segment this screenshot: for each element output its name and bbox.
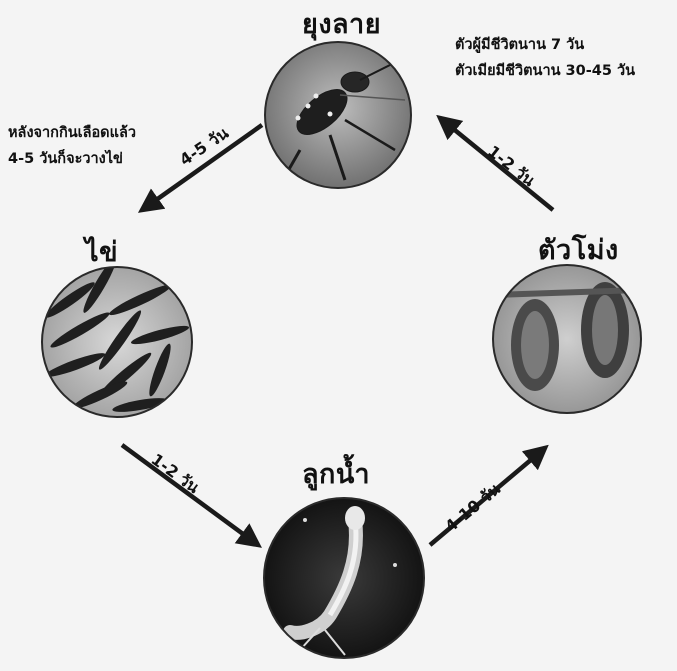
stage-label-pupa: ตัวโม่ง [538,235,619,266]
lays-eggs-text: 4-5 วันก็จะวางไข่ [8,151,123,167]
adult-mosquito-image [264,41,412,189]
larva-image [263,497,425,659]
after-blood-meal-text: หลังจากกินเลือดแล้ว [8,125,136,141]
female-lifespan-text: ตัวเมียมีชีวิตนาน 30-45 วัน [455,63,636,79]
egg-laying-note: หลังจากกินเลือดแล้ว 4-5 วันก็จะวางไข่ [8,120,136,172]
adult-lifespan-note: ตัวผู้มีชีวิตนาน 7 วัน ตัวเมียมีชีวิตนาน… [455,32,635,84]
stage-label-adult: ยุงลาย [302,9,382,40]
arrow-adult-to-egg [137,123,264,213]
stage-label-larva: ลูกน้ำ [302,459,371,490]
male-lifespan-text: ตัวผู้มีชีวิตนาน 7 วัน [455,37,585,53]
arrow-larva-to-pupa [428,444,549,547]
arrow-egg-to-larva [120,443,262,548]
arrow-pupa-to-adult [436,114,555,212]
pupa-image [492,264,642,414]
egg-image [41,266,193,418]
stage-label-egg: ไข่ [85,237,119,268]
